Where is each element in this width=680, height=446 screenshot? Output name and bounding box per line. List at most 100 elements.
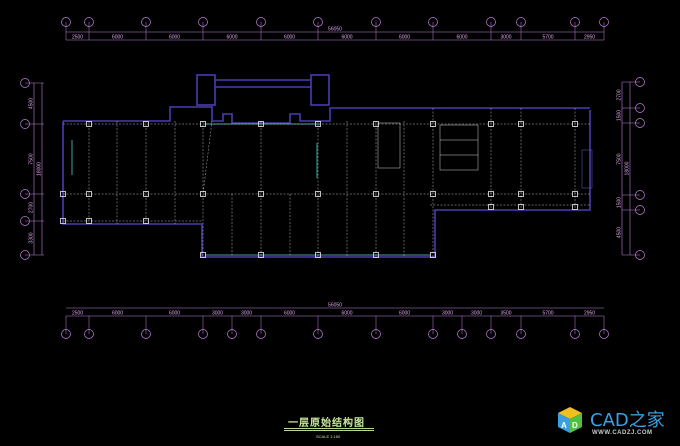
- stair-right: [377, 122, 593, 189]
- structural-column: [518, 121, 524, 127]
- beams: [63, 108, 590, 257]
- dimension-label: 3000: [212, 311, 223, 317]
- axis-bubble: [599, 329, 609, 339]
- dimension-label: 6000: [399, 35, 410, 41]
- dimension-label: 2950: [584, 35, 595, 41]
- axis-bubble: [61, 329, 71, 339]
- structural-column: [60, 218, 66, 224]
- title-underline-2: [284, 430, 374, 431]
- dimension-total: 18000: [37, 162, 43, 176]
- axis-bubble: [371, 329, 381, 339]
- dimension-label: 3000: [241, 311, 252, 317]
- axis-bubble: [457, 329, 467, 339]
- svg-text:D: D: [572, 421, 578, 430]
- axis-bubble: [20, 216, 30, 226]
- structural-column: [430, 252, 436, 258]
- dimension-label: 6000: [284, 311, 295, 317]
- dimension-label: 7500: [617, 153, 623, 164]
- axis-bubble: [635, 190, 645, 200]
- dimension-label: 4500: [29, 98, 35, 109]
- axis-bubble: [313, 17, 323, 27]
- dimension-label: 5700: [542, 35, 553, 41]
- axis-bubble: [20, 78, 30, 88]
- dimension-label: 6000: [112, 311, 123, 317]
- structural-column: [258, 252, 264, 258]
- structural-column: [60, 191, 66, 197]
- axis-bubble: [198, 329, 208, 339]
- structural-column: [373, 121, 379, 127]
- axis-bubble: [516, 329, 526, 339]
- axis-bubble: [635, 118, 645, 128]
- dimension-label: 1500: [617, 110, 623, 121]
- logo-name: CAD之家: [590, 410, 665, 431]
- drawing-scale: SCALE 1:150: [316, 434, 341, 439]
- dimension-label: 2500: [72, 311, 83, 317]
- structural-column: [572, 191, 578, 197]
- axis-bubble: [256, 17, 266, 27]
- dimension-label: 6000: [456, 35, 467, 41]
- structural-column: [315, 252, 321, 258]
- structural-column: [143, 191, 149, 197]
- building-walls: [62, 74, 591, 258]
- structural-column: [86, 191, 92, 197]
- dimension-label: 3000: [442, 311, 453, 317]
- dimension-label: 6000: [341, 311, 352, 317]
- structural-column: [200, 191, 206, 197]
- structural-column: [200, 121, 206, 127]
- svg-text:A: A: [561, 421, 567, 430]
- axis-bubble: [635, 77, 645, 87]
- axis-bubble: [570, 17, 580, 27]
- dimension-label: 6000: [112, 35, 123, 41]
- glass-walls: [71, 123, 430, 256]
- axis-grid: [20, 17, 645, 339]
- axis-bubble: [20, 119, 30, 129]
- axis-bubble: [256, 329, 266, 339]
- dimension-label: 3500: [500, 311, 511, 317]
- wall-top: [63, 106, 590, 124]
- axis-bubble: [486, 17, 496, 27]
- axis-bubble: [635, 250, 645, 260]
- dimension-total: 56050: [328, 27, 342, 33]
- drawing-title: 一层原始结构图: [288, 418, 365, 429]
- structural-column: [258, 191, 264, 197]
- axis-bubble: [84, 17, 94, 27]
- structural-column: [518, 191, 524, 197]
- dimension-label: 6000: [341, 35, 352, 41]
- dimension-label: 2700: [29, 202, 35, 213]
- structural-column: [86, 218, 92, 224]
- axis-bubble: [61, 17, 71, 27]
- dimension-label: 6000: [169, 311, 180, 317]
- dimension-label: 6000: [169, 35, 180, 41]
- structural-column: [488, 121, 494, 127]
- dimension-label: 6000: [284, 35, 295, 41]
- dimension-label: 5700: [542, 311, 553, 317]
- dimension-total: 56050: [328, 303, 342, 309]
- axis-bubble: [570, 329, 580, 339]
- dimension-lines: 2500 6000 6000 6000 6000 6000 6000 6000 3000 5700…: [29, 27, 631, 317]
- structural-column: [315, 121, 321, 127]
- structural-column: [200, 252, 206, 258]
- entrance-pillar-left: [196, 74, 216, 106]
- wall-bottom: [183, 110, 591, 258]
- dimension-label: 6000: [226, 35, 237, 41]
- cadzj-logo[interactable]: A D CAD之家 WWW.CADZJ.COM: [552, 404, 680, 444]
- axis-bubble: [428, 17, 438, 27]
- axis-bubble: [635, 205, 645, 215]
- axis-bubble: [198, 17, 208, 27]
- dimension-label: 3000: [471, 311, 482, 317]
- dimension-label: 2700: [617, 89, 623, 100]
- columns: [60, 121, 578, 258]
- structural-column: [373, 191, 379, 197]
- dimension-total: 18000: [625, 161, 631, 175]
- structural-column: [143, 121, 149, 127]
- structural-column: [488, 191, 494, 197]
- structural-column: [86, 121, 92, 127]
- structural-column: [258, 121, 264, 127]
- axis-bubble: [599, 17, 609, 27]
- axis-bubble: [486, 329, 496, 339]
- axis-bubble: [428, 329, 438, 339]
- structural-column: [430, 191, 436, 197]
- structural-column: [315, 191, 321, 197]
- axis-bubble: [516, 17, 526, 27]
